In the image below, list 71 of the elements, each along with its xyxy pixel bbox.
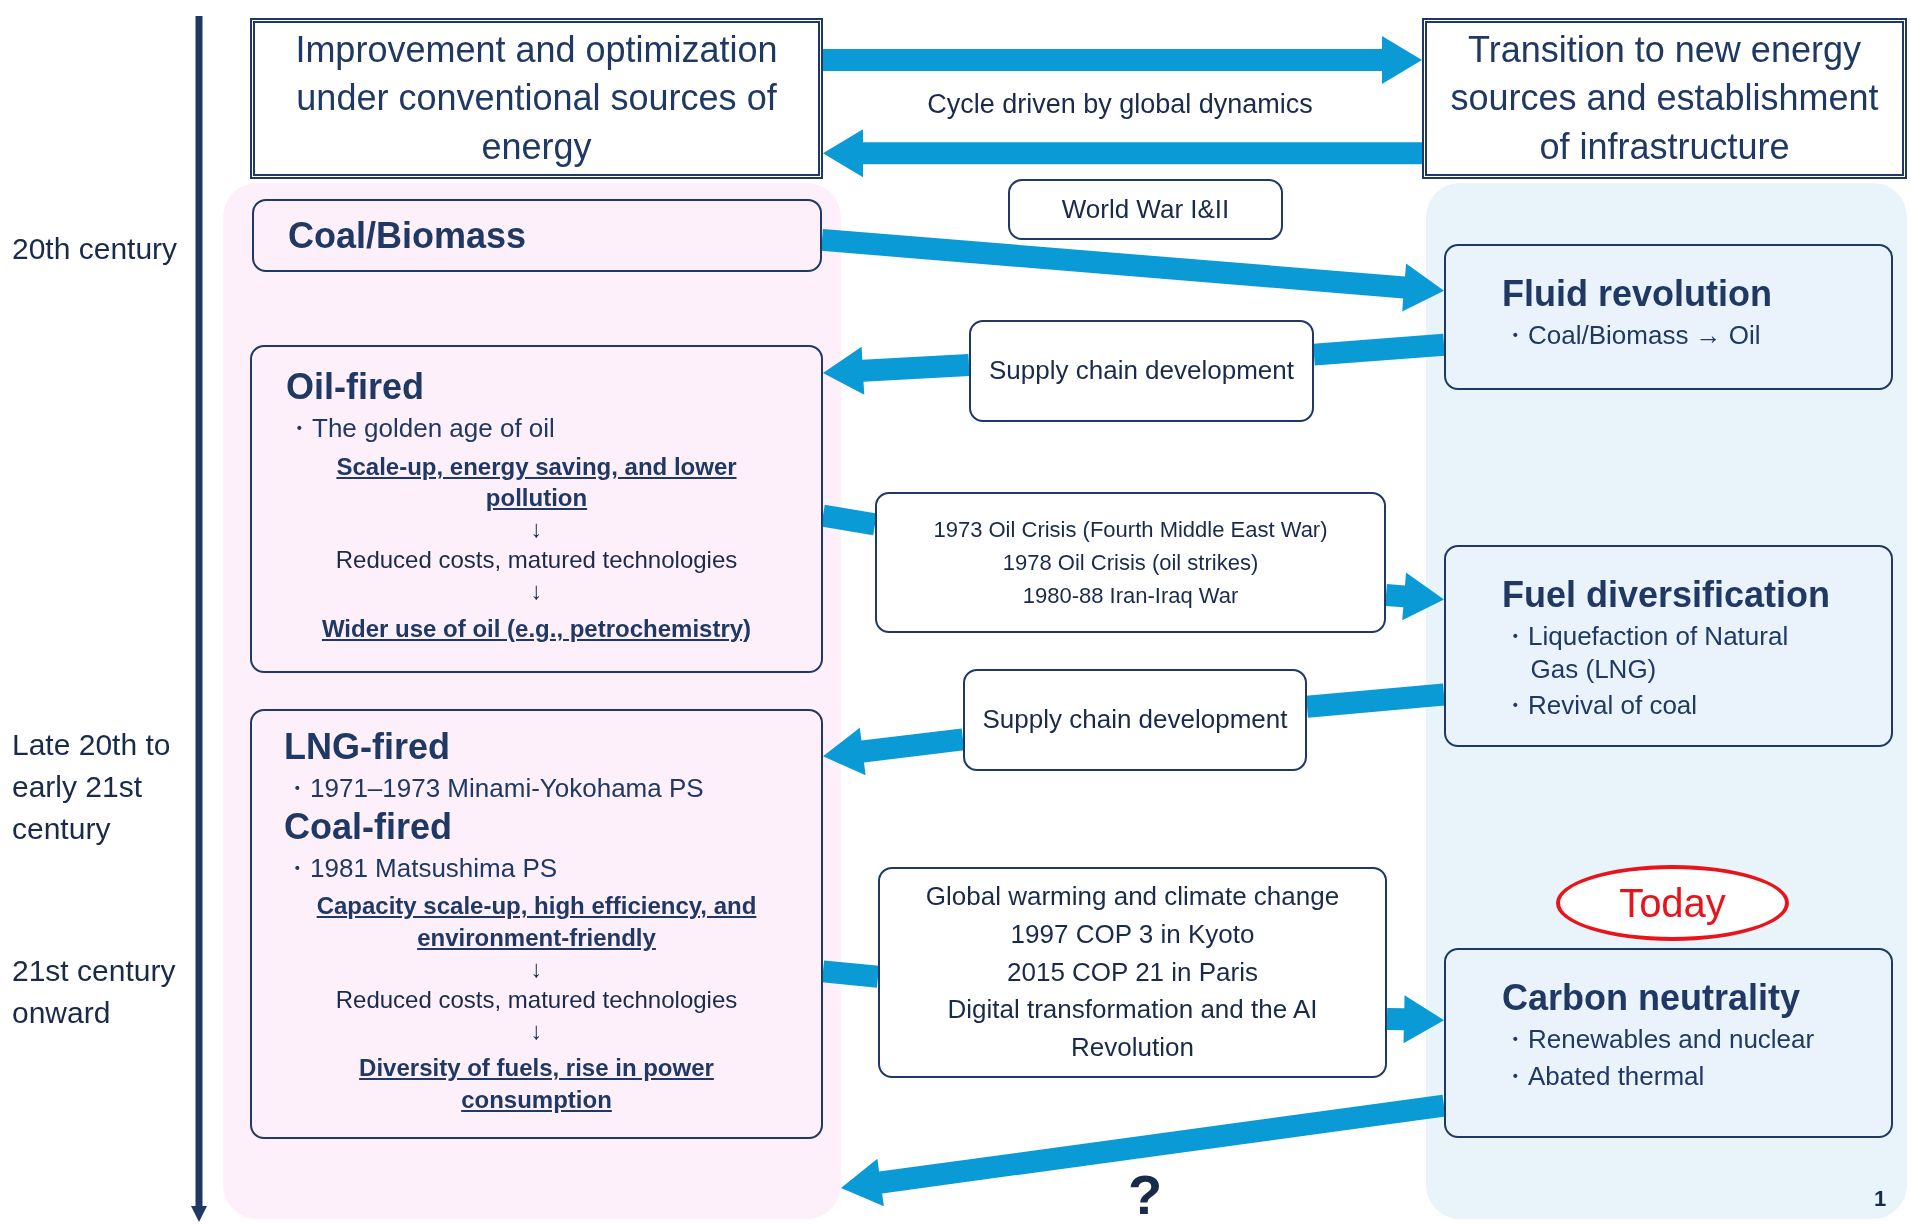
column-band [223,183,841,1219]
process-box [1444,244,1893,390]
connector-line [821,960,880,988]
connector-line [1306,683,1445,718]
body-text: Reduced costs, matured technologies [334,545,739,576]
bullet-text: ・1971–1973 Minami-Yokohama PS [284,772,705,805]
node-heading: Fuel diversification [1502,573,1832,617]
box-text: World War I&II [1060,192,1231,226]
question-mark: ? [1126,1162,1164,1224]
arrow [1385,572,1444,621]
node-heading: Oil-fired [286,365,425,409]
process-box [969,320,1314,422]
process-box [252,199,822,272]
body-text: ↓ [529,1016,544,1047]
node-heading: Coal-fired [284,804,453,848]
emphasis-text: Capacity scale-up, high efficiency, and environment-friendly [315,891,758,953]
box-text: 2015 COP 21 in Paris [1006,955,1259,989]
process-box [1008,179,1283,240]
box-text: 1978 Oil Crisis (oil strikes) [1001,549,1260,577]
highlight-text: Today [1619,880,1726,926]
process-box [1444,948,1893,1138]
arrow [823,129,1422,178]
box-text: Global warming and climate change [924,880,1341,914]
title-box [250,18,823,179]
emphasis-text: Scale-up, energy saving, and lower pollution [335,451,738,513]
bullet-text: ・Abated thermal [1502,1059,1706,1093]
title-box [1422,18,1907,179]
arrow [1386,995,1444,1044]
process-box [963,669,1307,771]
bullet-text: ・1981 Matsushima PS [284,851,559,885]
body-text: ↓ [529,953,544,984]
body-text: ↓ [529,576,544,607]
connector-line [821,504,877,536]
box-text: Supply chain development [981,703,1289,737]
box-text: Supply chain development [988,354,1295,388]
node-heading: Coal/Biomass [288,213,528,258]
bullet-text: ・Revival of coal [1502,689,1699,722]
node-heading: LNG-fired [284,725,451,769]
node-heading: Fluid revolution [1502,272,1773,316]
column-band [1426,183,1907,1219]
box-text: 1980-88 Iran-Iraq War [1021,582,1240,610]
period-label: 21st century onward [12,953,177,1031]
arrow [823,346,970,395]
box-title: Transition to new energy sources and establishment of infrastructure [1449,27,1880,169]
process-box [875,492,1386,633]
cycle-caption: Cycle driven by global dynamics [926,88,1314,121]
body-text: ↓ [529,514,544,545]
bullet-text: ・The golden age of oil [286,412,556,445]
box-title: Improvement and optimization under conventional sources of energy [294,27,779,169]
node-heading: Carbon neutrality [1502,976,1802,1020]
connector-line [1313,333,1445,366]
process-box [250,709,823,1139]
box-text: Digital transformation and the AI Revolution [946,993,1319,1065]
period-label: 20th century [12,231,179,267]
period-label: Late 20th to early 21st century [12,727,172,847]
arrow [841,1094,1446,1207]
page-number: 1 [1872,1185,1888,1213]
process-box [1444,545,1893,747]
bullet-text: ・Renewables and nuclear [1502,1023,1816,1056]
box-text: 1997 COP 3 in Kyoto [1009,917,1256,951]
bullet-text: ・Coal/Biomass → Oil [1502,319,1762,352]
bullet-text: ・Liquefaction of Natural Gas (LNG) [1502,620,1790,686]
arrow [821,228,1444,312]
body-text: Reduced costs, matured technologies [334,984,739,1015]
arrow [823,727,965,776]
arrow [823,35,1422,84]
emphasis-text: Diversity of fuels, rise in power consumption [358,1053,715,1115]
box-text: 1973 Oil Crisis (Fourth Middle East War) [932,516,1329,544]
process-box [878,867,1387,1078]
process-box [250,345,823,673]
emphasis-text: Wider use of oil (e.g., petrochemistry) [320,613,753,644]
